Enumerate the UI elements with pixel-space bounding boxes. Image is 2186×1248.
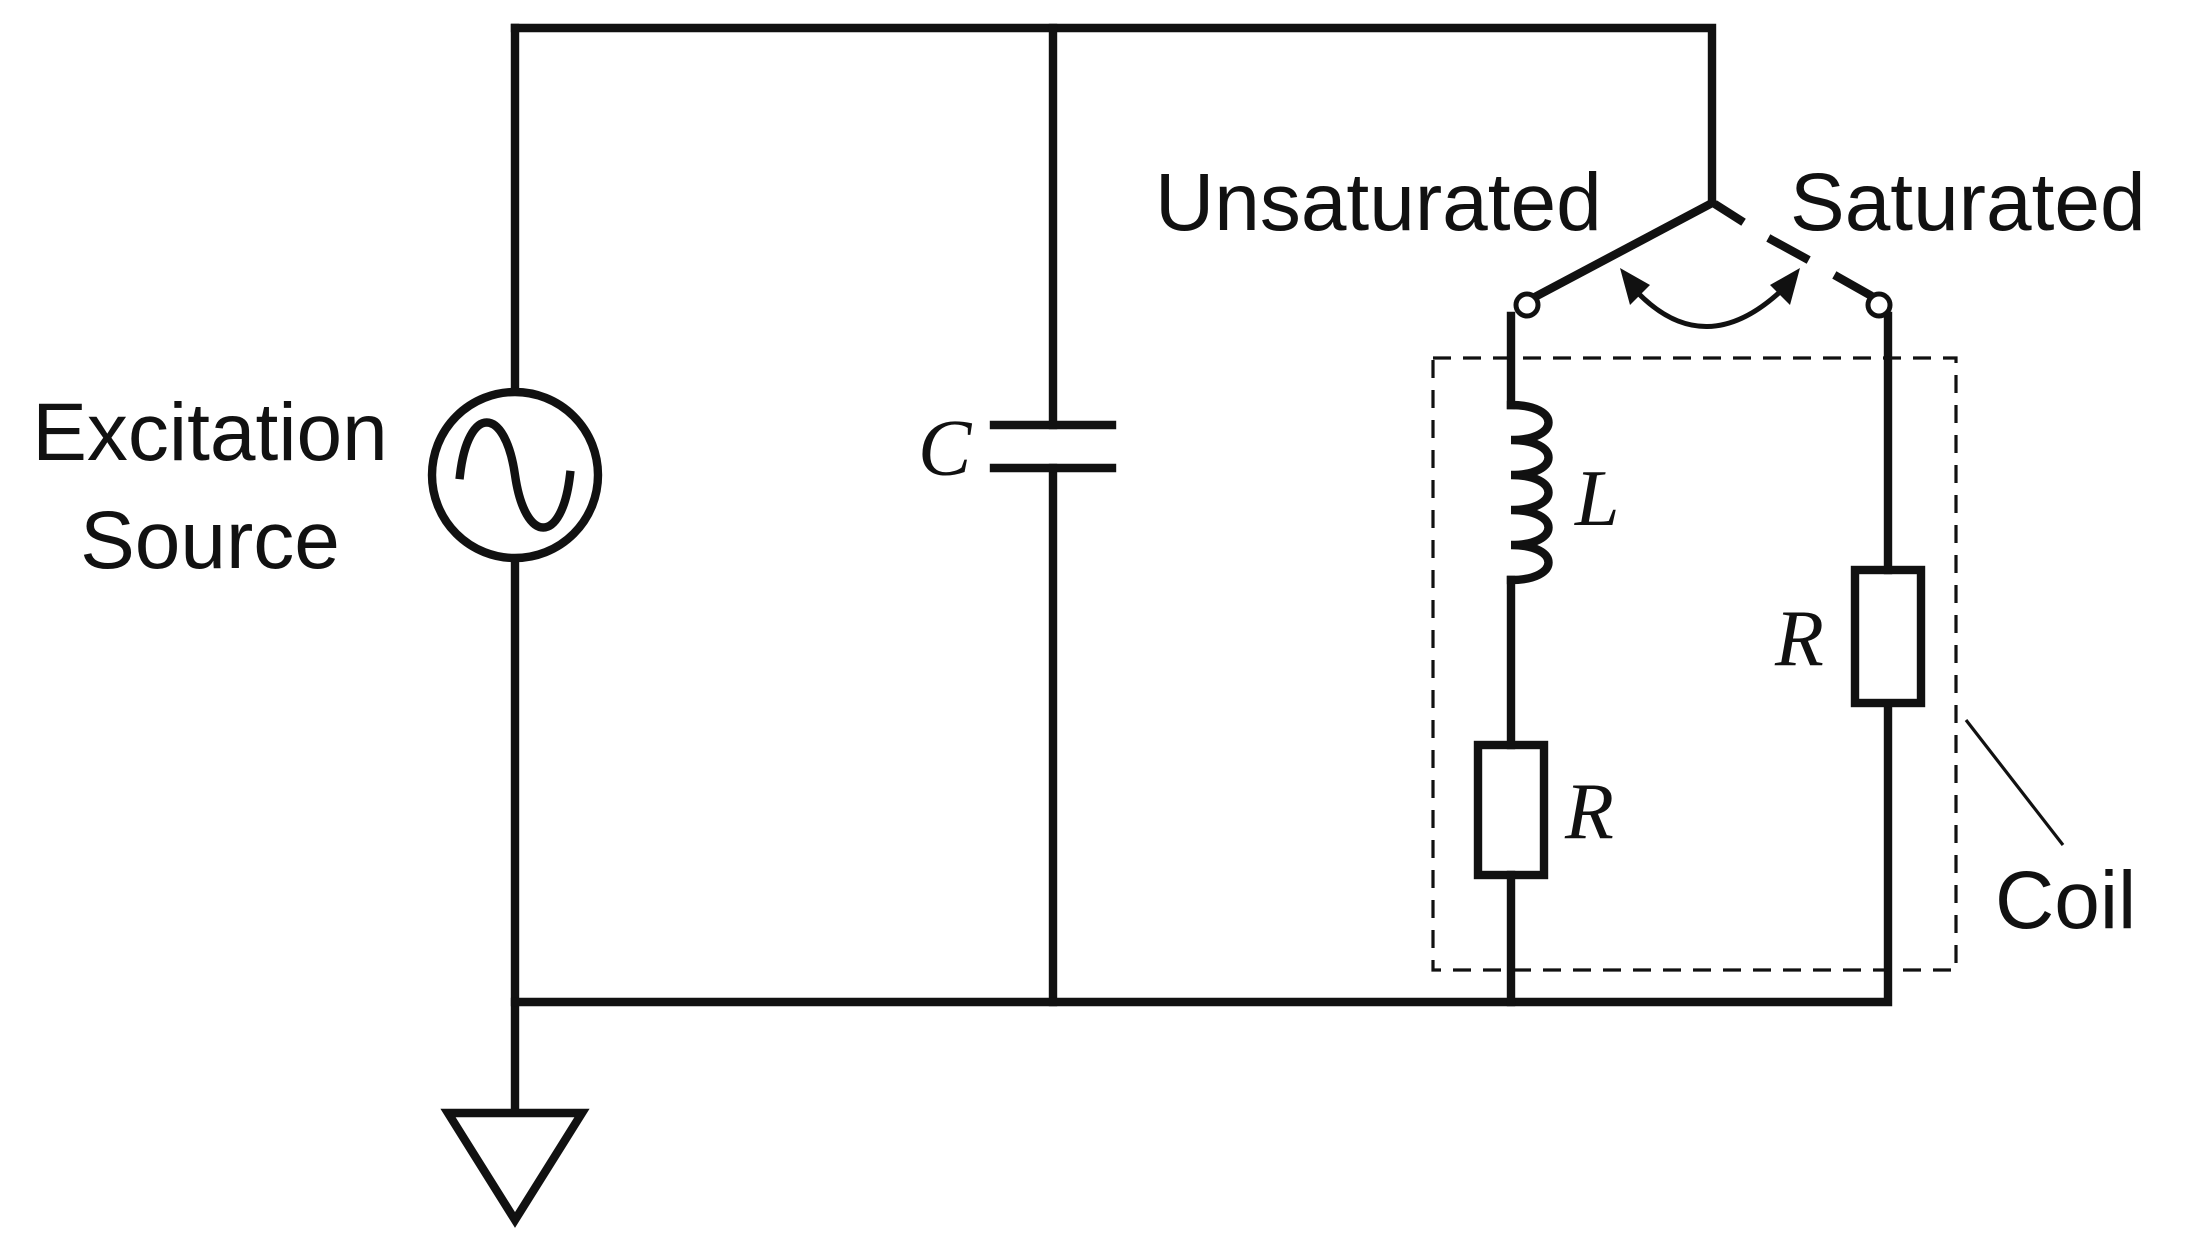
switch-dash-segment-2 xyxy=(1832,271,1874,300)
switch-symbol xyxy=(1513,197,1893,329)
switch-arc-arrow xyxy=(1635,288,1784,329)
top-wire xyxy=(510,23,1717,205)
switch-open-stub xyxy=(1712,200,1746,226)
resistor-parallel-label: R xyxy=(1774,595,1824,683)
arrowhead-left-icon xyxy=(1620,268,1650,305)
switch-terminal-unsaturated xyxy=(1513,291,1541,319)
resistor-series-label: R xyxy=(1564,768,1614,856)
ac-source-symbol xyxy=(427,387,603,563)
switch-terminal-saturated xyxy=(1865,291,1893,319)
switch-label-unsaturated: Unsaturated xyxy=(1155,157,1602,248)
ground-symbol xyxy=(440,1108,590,1228)
resistor-series-symbol xyxy=(1473,740,1549,880)
coil-leader-line xyxy=(1964,719,2065,846)
switch-label-saturated: Saturated xyxy=(1790,157,2146,248)
coil-label: Coil xyxy=(1995,855,2136,946)
inductor-symbol xyxy=(1506,400,1553,585)
arrowhead-right-icon xyxy=(1770,268,1800,305)
switch-dash-segment xyxy=(1766,234,1811,264)
switch-blade xyxy=(1527,197,1718,304)
capacitor-symbol xyxy=(989,420,1117,473)
coil-boundary-box xyxy=(1431,356,1958,972)
bottom-wire xyxy=(510,705,1893,1007)
inductor-label: L xyxy=(1574,455,1620,543)
source-label-line1: Excitation xyxy=(32,387,388,478)
sine-wave-icon xyxy=(455,418,575,532)
resistor-parallel-symbol xyxy=(1850,565,1926,708)
ac-source-circle xyxy=(427,387,603,563)
capacitor-label: C xyxy=(918,405,973,493)
source-label-line2: Source xyxy=(80,495,340,586)
